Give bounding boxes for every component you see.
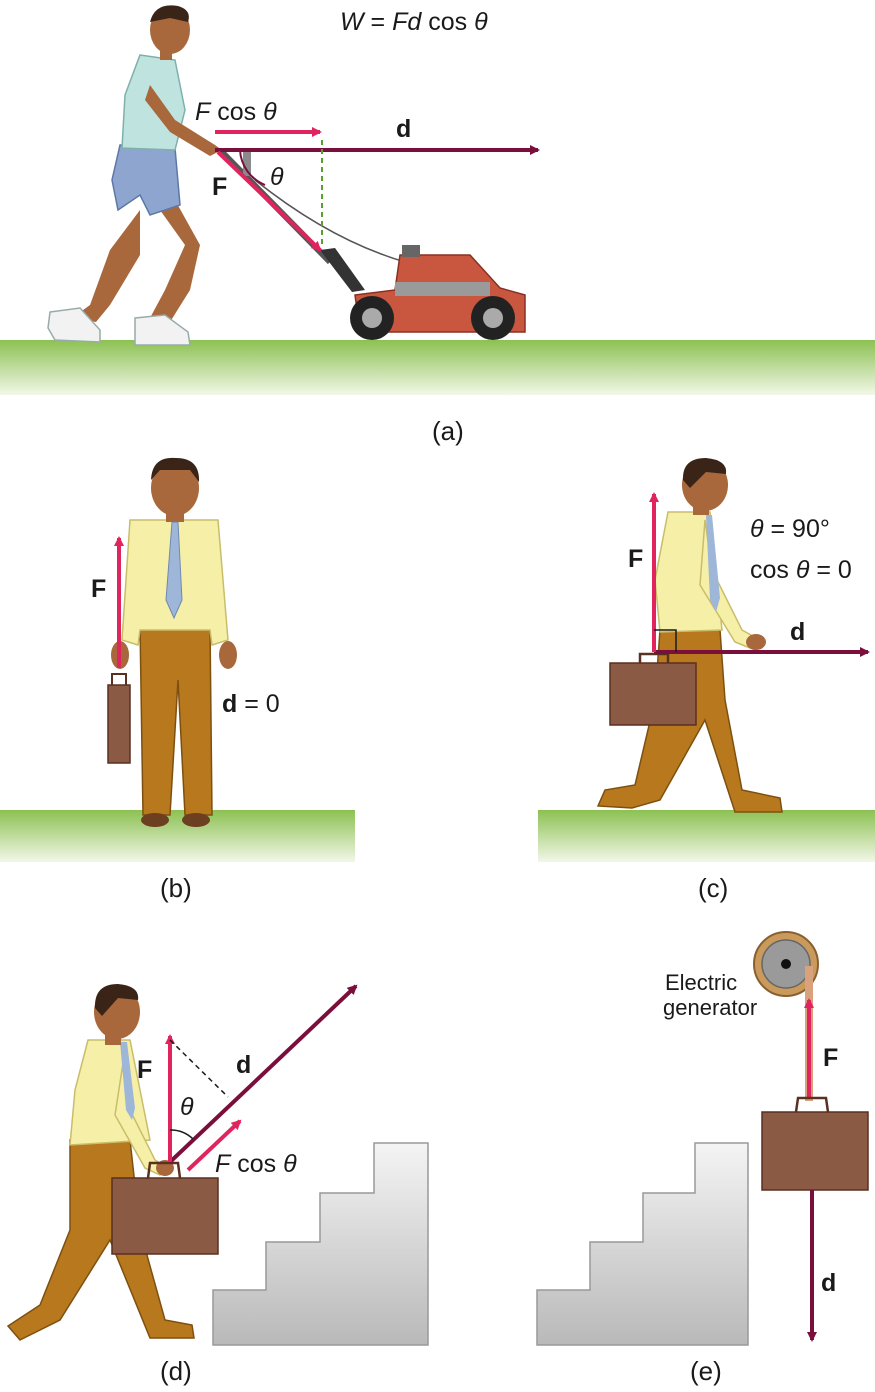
d-label-d: d [236,1051,251,1079]
panel-a: W = Fd cos θ F cos θ d F θ (a) [0,5,875,446]
f-label-e: F [823,1044,838,1072]
stairs-e [536,1142,749,1346]
f-label-b: F [91,575,106,603]
lawn-mower [217,147,526,340]
force-arrow-a [216,150,322,252]
theta-equation-c: θ = 90° [750,515,830,543]
briefcase-e [761,1111,869,1191]
grass-ground [538,810,875,862]
d-label-e: d [821,1269,836,1297]
cos-equation-c: cos θ = 0 [750,556,852,584]
projection-line-d [169,1039,229,1098]
standing-man [111,457,237,827]
walking-man-d [6,984,195,1341]
caption-e: (e) [690,1356,722,1386]
electric-generator [753,931,819,997]
caption-a: (a) [432,416,464,446]
panel-d: F d θ F cos θ (d) [6,984,429,1386]
caption-c: (c) [698,873,728,903]
stairs-d [212,1142,429,1346]
panel-e: Electric generator F d (e) [536,931,869,1386]
displacement-arrow-d [168,984,358,1164]
angle-arc-a [239,149,266,186]
d-label-b: d = 0 [222,690,280,718]
angle-arc-d [169,1129,194,1140]
d-label-a: d [396,115,411,143]
fcos-label-d: F cos θ [215,1150,297,1178]
d-label-c: d [790,618,805,646]
briefcase-d [111,1177,219,1255]
generator-label-line1: Electric [665,970,737,995]
grass-ground [0,810,355,862]
caption-d: (d) [160,1356,192,1386]
right-angle-mark [654,629,677,652]
fcos-label-a: F cos θ [195,98,277,126]
fcos-arrow-d [186,1119,242,1172]
work-equation: W = Fd cos θ [340,8,488,36]
panel-b: F d = 0 (b) [0,457,355,903]
generator-label-line2: generator [663,995,757,1020]
briefcase-b [107,684,131,764]
theta-label-a: θ [270,163,284,191]
f-label-a: F [212,173,227,201]
walking-man-c [596,458,783,813]
theta-label-d: θ [180,1093,194,1121]
f-label-c: F [628,545,643,573]
grass-ground [0,340,875,395]
caption-b: (b) [160,873,192,903]
man-pushing-mower [47,5,222,346]
f-label-d: F [137,1056,152,1084]
panel-c: F d θ = 90° cos θ = 0 (c) [538,458,875,903]
briefcase-c [609,662,697,726]
